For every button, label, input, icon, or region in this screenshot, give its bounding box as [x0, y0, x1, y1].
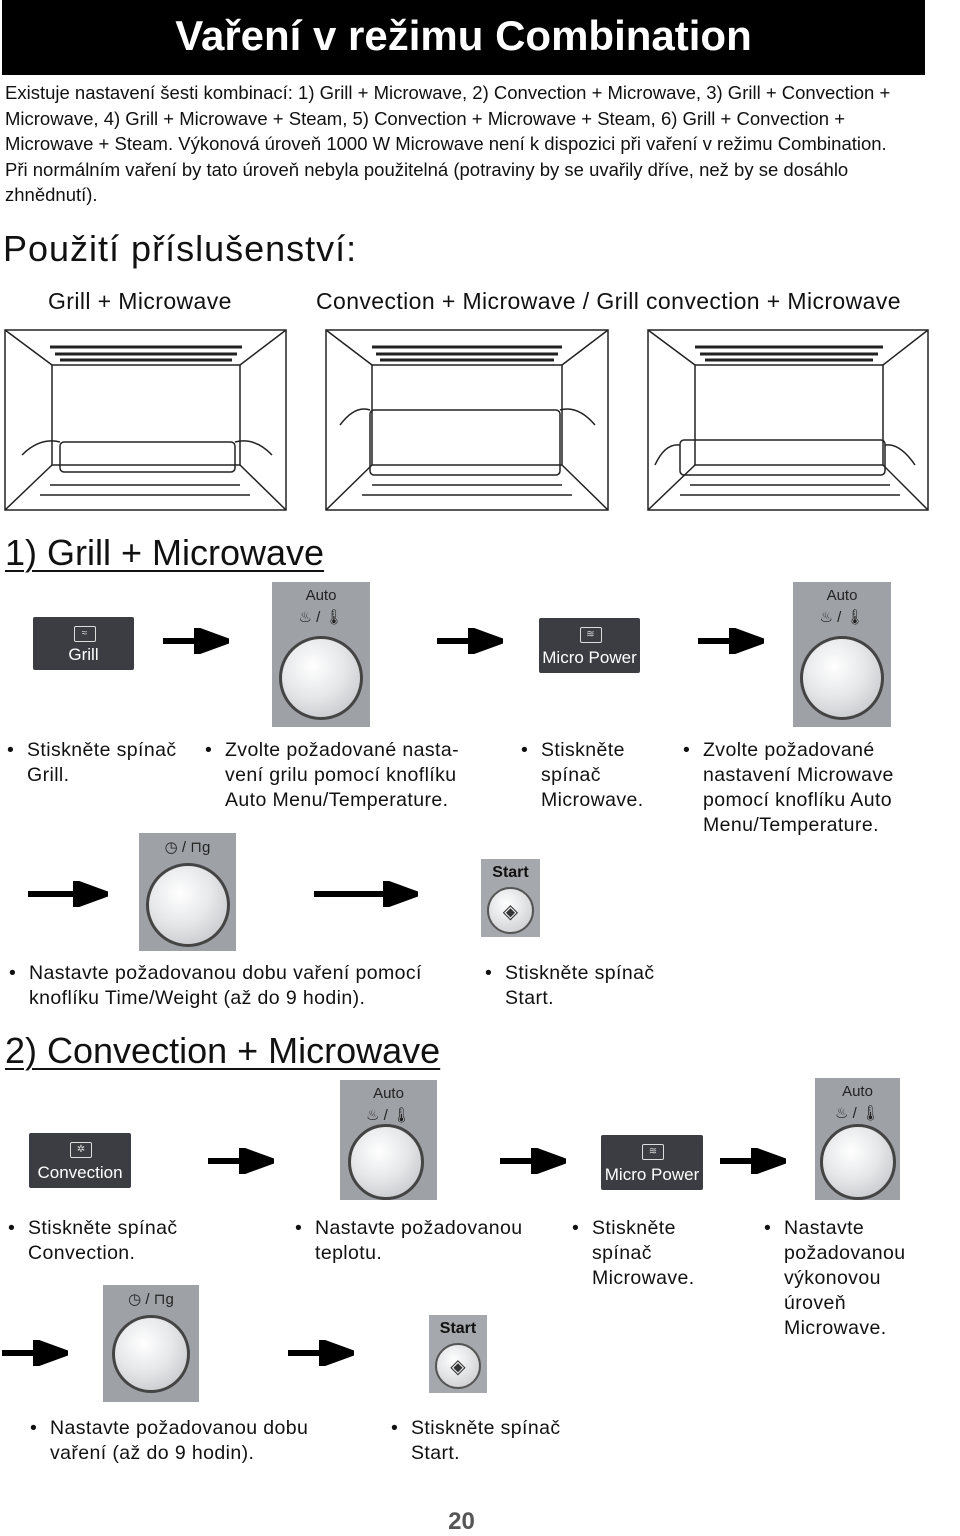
step-2-3: •Stiskněte spínač Microwave. [572, 1217, 695, 1289]
section2-heading: 2) Convection + Microwave [5, 1030, 441, 1071]
step-1-5: •Nastavte požadovanou dobu vaření pomocí… [9, 962, 422, 1009]
start-panel: Start ◈ [481, 859, 540, 937]
auto-symbols-icon: ♨ / 🌡 [819, 609, 865, 626]
start-icon: ◈ [450, 1356, 466, 1378]
microwave-icon: ≋ [579, 627, 602, 643]
arrow-right-icon [163, 628, 229, 654]
oven-illustration-high-rack [325, 329, 609, 511]
grill-button[interactable]: ≈ Grill [33, 617, 134, 670]
arrow-right-icon [28, 881, 108, 907]
step-2-6: •Stiskněte spínač Start. [391, 1417, 561, 1464]
micro-power-button[interactable]: ≋ Micro Power [601, 1135, 703, 1190]
arrow-right-icon [500, 1148, 566, 1174]
start-panel: Start ◈ [429, 1315, 487, 1393]
micro-power-button[interactable]: ≋ Micro Power [539, 618, 640, 673]
caption-grill-microwave: Grill + Microwave [48, 288, 232, 314]
step-1-6: •Stiskněte spínač Start. [485, 962, 655, 1009]
arrow-right-icon [208, 1148, 274, 1174]
auto-menu-knob-panel: Auto ♨ / 🌡 [815, 1078, 900, 1200]
arrow-right-icon [2, 1340, 68, 1366]
step-1-4: •Zvolte požadované nastavení Microwave p… [683, 739, 894, 836]
auto-menu-knob[interactable] [800, 636, 884, 720]
accessories-heading: Použití příslušenství: [3, 228, 358, 269]
auto-menu-knob[interactable] [820, 1124, 896, 1200]
time-weight-knob[interactable] [112, 1315, 190, 1393]
oven-illustration-low-rack-2 [647, 329, 929, 511]
caption-convection-microwave: Convection + Microwave / Grill convectio… [316, 288, 901, 314]
start-button[interactable]: ◈ [435, 1343, 481, 1389]
intro-paragraph: Existuje nastavení šesti kombinací: 1) G… [5, 82, 891, 205]
arrow-right-icon [437, 628, 503, 654]
auto-symbols-icon: ♨ / 🌡 [366, 1107, 411, 1124]
microwave-icon: ≋ [642, 1144, 664, 1160]
time-weight-knob-panel: ◷ / ⊓g [103, 1285, 199, 1402]
start-icon: ◈ [502, 900, 519, 923]
auto-menu-knob-panel: Auto ♨ / 🌡 [340, 1080, 437, 1200]
oven-illustration-low-rack [4, 329, 287, 511]
page-number: 20 [448, 1508, 475, 1535]
time-weight-knob[interactable] [146, 863, 230, 947]
auto-menu-knob-panel: Auto ♨ / 🌡 [272, 582, 370, 727]
auto-menu-knob-panel: Auto ♨ / 🌡 [793, 582, 891, 727]
step-2-4: •Nastavte požadovanou výkonovou úroveň M… [764, 1217, 906, 1339]
arrow-right-icon [720, 1148, 786, 1174]
oven-illustrations [4, 329, 929, 511]
step-2-1: •Stiskněte spínač Convection. [8, 1217, 178, 1264]
convection-icon: ✲ [70, 1142, 92, 1158]
page-title: Vaření v režimu Combination [2, 0, 925, 75]
arrow-right-icon [288, 1340, 354, 1366]
time-weight-symbols-icon: ◷ / ⊓g [128, 1291, 174, 1308]
auto-menu-knob[interactable] [279, 636, 363, 720]
step-1-2: •Zvolte požadované nasta-vení grilu pomo… [205, 739, 459, 811]
step-1-3: •Stiskněte spínač Microwave. [521, 739, 644, 811]
step-2-2: •Nastavte požadovanou teplotu. [295, 1217, 523, 1264]
auto-symbols-icon: ♨ / 🌡 [835, 1105, 880, 1122]
arrow-right-icon [314, 881, 418, 907]
time-weight-knob-panel: ◷ / ⊓g [139, 833, 236, 951]
time-weight-symbols-icon: ◷ / ⊓g [164, 839, 211, 856]
convection-button[interactable]: ✲ Convection [29, 1133, 131, 1188]
grill-icon: ≈ [73, 626, 96, 642]
start-button[interactable]: ◈ [487, 887, 534, 934]
auto-menu-knob[interactable] [348, 1124, 424, 1200]
step-2-5: •Nastavte požadovanou dobu vaření (až do… [30, 1417, 309, 1464]
auto-symbols-icon: ♨ / 🌡 [298, 609, 344, 626]
arrow-right-icon [698, 628, 764, 654]
step-1-1: •Stiskněte spínač Grill. [7, 739, 177, 786]
section1-heading: 1) Grill + Microwave [5, 532, 325, 573]
